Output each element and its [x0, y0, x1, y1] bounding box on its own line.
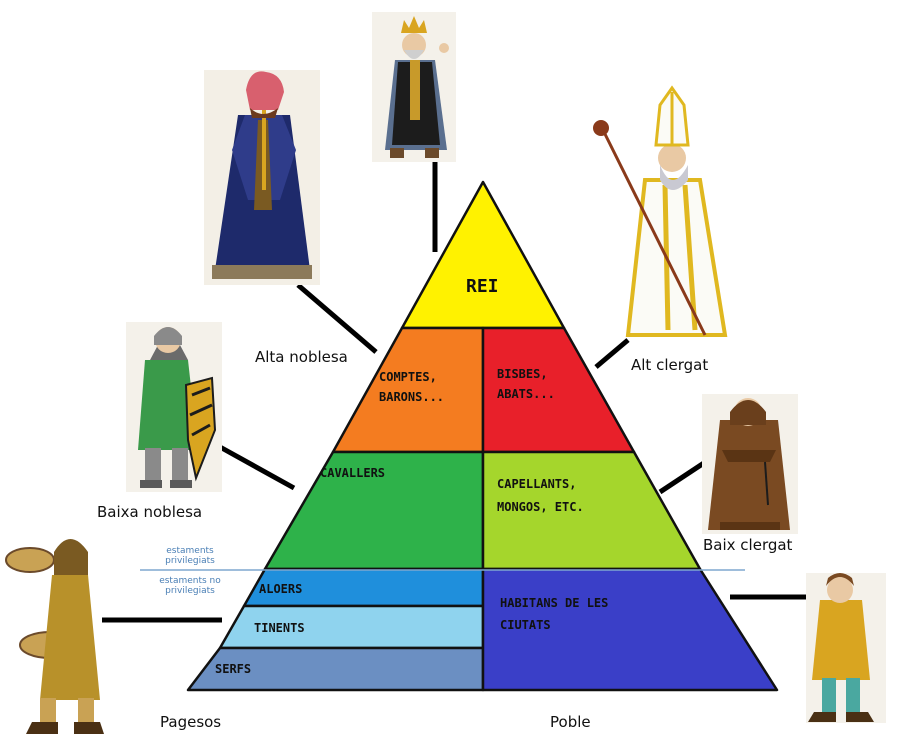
label-habitants-1: HABITANS DE LES [500, 596, 608, 610]
label-alta-noblesa: Alta noblesa [255, 348, 348, 366]
estaments-privilegiats-2: privilegiats [165, 556, 215, 566]
label-baix-clergat: Baix clergat [703, 536, 793, 554]
estaments-privilegiats-1: estaments [166, 546, 214, 556]
label-capellants-2: MONGOS, ETC. [497, 500, 584, 514]
tier-habitants [481, 567, 779, 692]
label-habitants-2: CIUTATS [500, 618, 551, 632]
knight-figure [126, 322, 222, 492]
label-comptes-1: COMPTES, [379, 370, 437, 384]
label-comptes-2: BARONS... [379, 390, 444, 404]
estaments-no-privilegiats-1: estaments no [159, 576, 221, 586]
label-aloers: ALOERS [259, 582, 302, 596]
label-pagesos: Pagesos [160, 713, 221, 731]
line-alta-noblesa [296, 283, 378, 354]
king-figure [372, 12, 456, 162]
line-baixa-noblesa [218, 444, 296, 491]
label-bisbes-1: BISBES, [497, 367, 548, 381]
label-bisbes-2: ABATS... [497, 387, 555, 401]
line-alt-clergat [594, 338, 630, 369]
label-rei: REI [466, 276, 499, 297]
label-alt-clergat: Alt clergat [631, 356, 708, 374]
label-capellants-1: CAPELLANTS, [497, 477, 576, 491]
label-poble: Poble [550, 713, 591, 731]
label-baixa-noblesa: Baixa noblesa [97, 503, 202, 521]
tier-rei [400, 180, 566, 330]
label-cavallers: CAVALLERS [320, 466, 385, 480]
bishop-figure [593, 85, 728, 337]
label-serfs: SERFS [215, 662, 251, 676]
label-tinents: TINENTS [254, 621, 305, 635]
peasant-figure [5, 539, 104, 734]
pyramid [186, 180, 779, 692]
monk-figure [702, 394, 798, 534]
estaments-no-privilegiats-2: privilegiats [165, 586, 215, 596]
townsman-figure [806, 573, 886, 723]
connector-lines [102, 158, 806, 623]
nobleman-figure [204, 70, 320, 285]
